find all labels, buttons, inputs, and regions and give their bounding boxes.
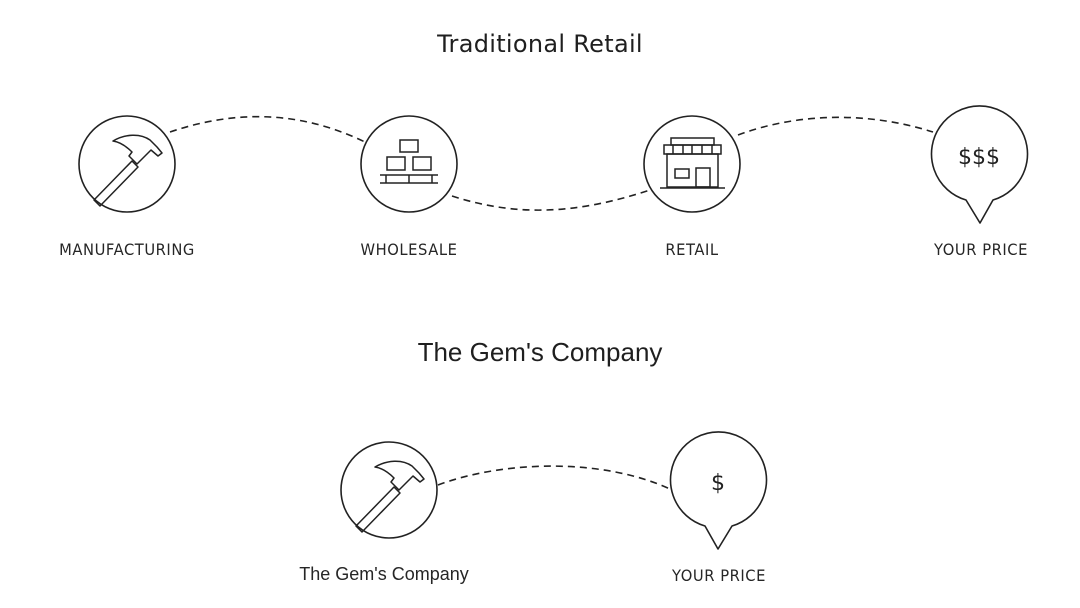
price-text-company: $ bbox=[711, 471, 725, 496]
hammer-icon bbox=[355, 460, 425, 533]
manufacturing-circle bbox=[78, 115, 176, 213]
retail-circle bbox=[643, 115, 741, 213]
step-label-wholesale: WHOLESALE bbox=[360, 240, 458, 259]
section-title-gems-company: The Gem's Company bbox=[417, 337, 663, 367]
section-title-traditional-retail: Traditional Retail bbox=[437, 30, 643, 58]
connector-manufacturing-wholesale bbox=[169, 115, 368, 144]
step-label-gems-company: The Gem's Company bbox=[299, 564, 469, 584]
step-label-your-price-company: YOUR PRICE bbox=[671, 566, 766, 585]
price-pin-company: $ bbox=[669, 431, 768, 550]
company-circle bbox=[340, 441, 438, 539]
connector-company-your-price bbox=[437, 465, 673, 491]
step-label-your-price: YOUR PRICE bbox=[933, 240, 1028, 259]
connector-retail-your-price bbox=[737, 116, 934, 136]
storefront-icon bbox=[660, 137, 725, 189]
step-label-manufacturing: MANUFACTURING bbox=[59, 240, 195, 259]
price-pin-icon bbox=[930, 105, 1029, 224]
step-label-retail: RETAIL bbox=[665, 240, 719, 259]
price-text-traditional: $$$ bbox=[958, 145, 1000, 170]
connector-wholesale-retail bbox=[451, 189, 651, 211]
price-pin-icon bbox=[669, 431, 768, 550]
boxes-icon bbox=[380, 139, 438, 184]
wholesale-circle bbox=[360, 115, 458, 213]
price-pin-traditional: $$$ bbox=[930, 105, 1029, 224]
hammer-icon bbox=[93, 134, 163, 207]
